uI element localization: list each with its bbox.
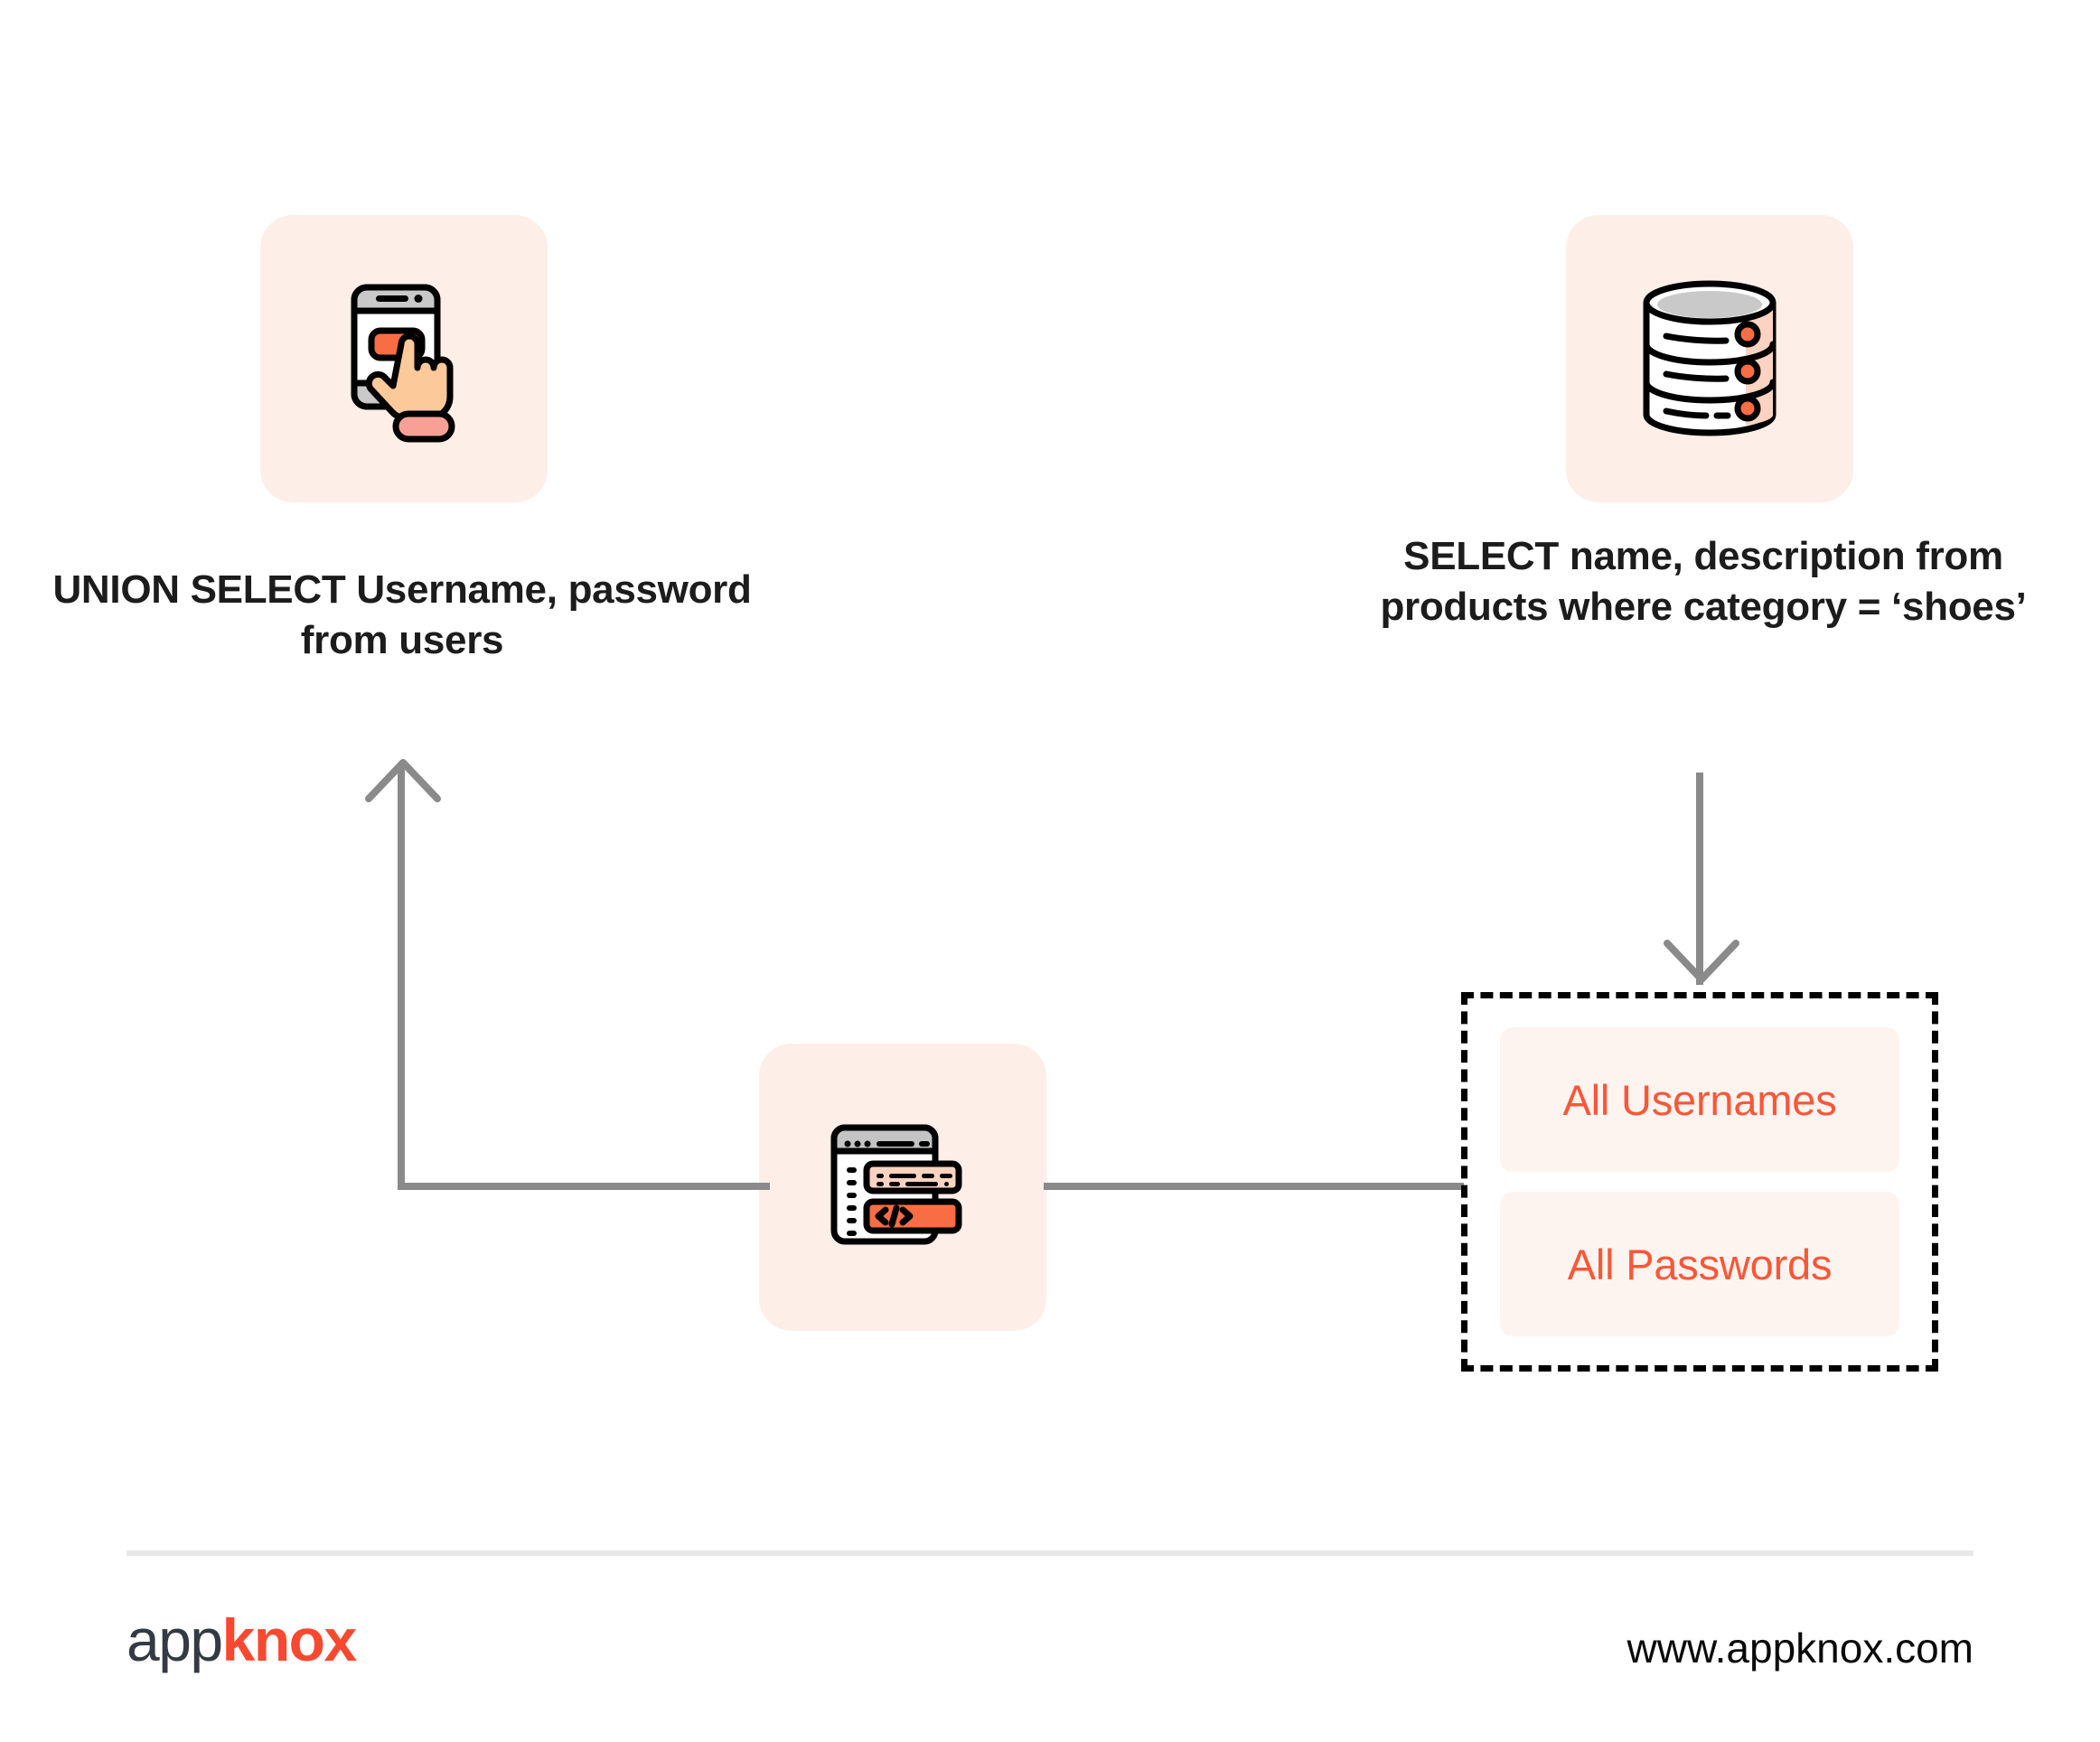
result-card-usernames: All Usernames xyxy=(1500,1027,1899,1172)
mobile-tap-icon xyxy=(351,284,455,443)
website-url: www.appknox.com xyxy=(1627,1625,1974,1672)
connector-vertical-left xyxy=(398,763,405,1190)
code-window-icon xyxy=(830,1124,962,1245)
exfiltrated-data-box: All Usernames All Passwords xyxy=(1461,992,1938,1372)
code-window-icon-panel xyxy=(759,1044,1046,1331)
mobile-tap-icon-panel xyxy=(260,215,548,502)
database-icon-panel xyxy=(1566,215,1853,502)
database-icon xyxy=(1643,280,1777,436)
arrow-up-icon xyxy=(361,752,445,806)
footer-divider xyxy=(127,1550,1973,1556)
left-query-caption: UNION SELECT Username, password from use… xyxy=(52,567,752,663)
connector-vertical-right xyxy=(1696,773,1703,985)
logo-text-knox: knox xyxy=(221,1606,358,1673)
connector-horizontal-left xyxy=(398,1183,770,1190)
appknox-logo: appknox xyxy=(127,1610,357,1670)
result-card-passwords: All Passwords xyxy=(1500,1192,1899,1336)
connector-horizontal-right xyxy=(1044,1183,1464,1190)
logo-text-app: app xyxy=(127,1606,223,1673)
arrow-down-icon xyxy=(1660,934,1743,990)
right-query-caption: SELECT name, description from products w… xyxy=(1380,534,2027,630)
